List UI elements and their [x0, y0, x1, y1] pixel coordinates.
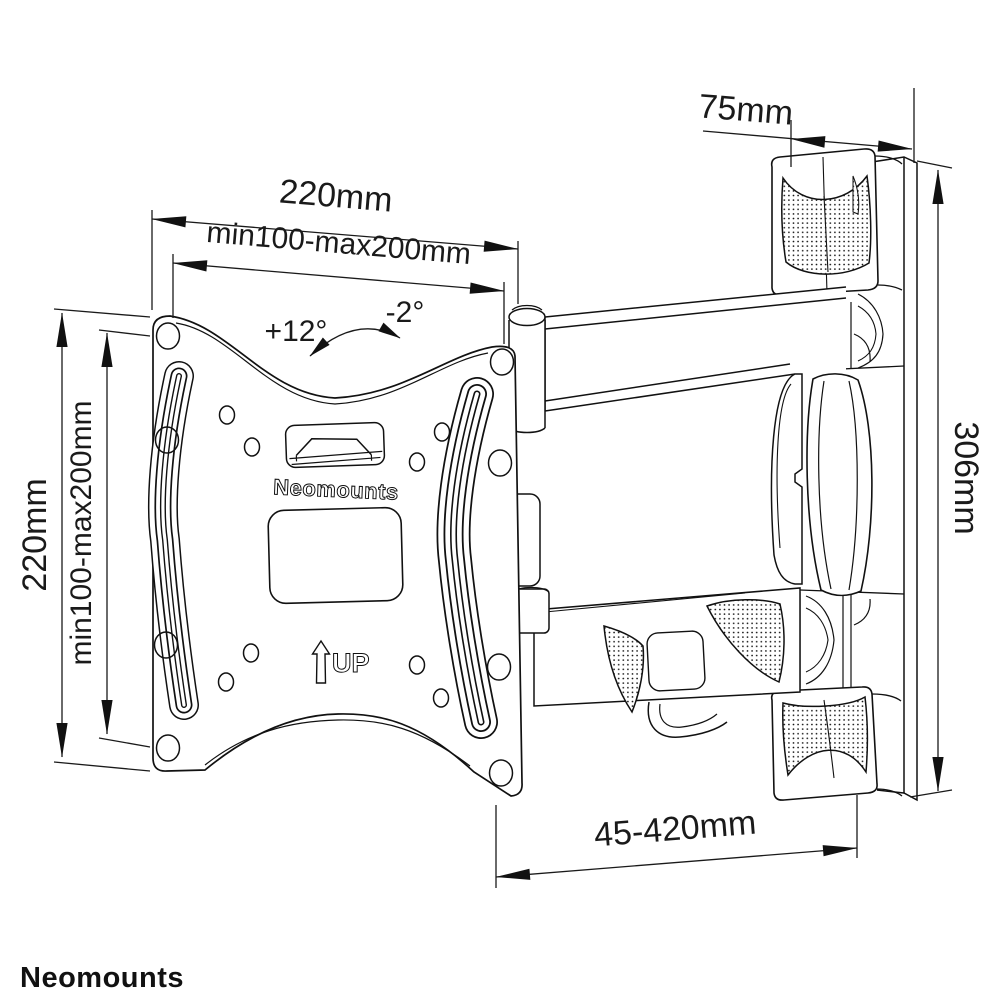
- dimension-annotations: [53, 88, 953, 888]
- plate-handle: [284, 421, 386, 469]
- lower-arm-right-mesh: [705, 598, 785, 684]
- plate-cutout: [267, 506, 404, 605]
- dimension-labels: 220mm min100-max200mm 220mm min100-max20…: [16, 87, 985, 854]
- vesa-holes: [153, 322, 515, 787]
- right-adjust-slot: [436, 377, 498, 739]
- lower-arm-left-mesh: [603, 624, 645, 714]
- cable-hook: [647, 701, 728, 738]
- left-adjust-slot: [147, 361, 199, 720]
- brand-wordmark: Neomounts: [20, 962, 184, 994]
- dim-plate-width-line: [151, 216, 519, 252]
- vesa-height-label: min100-max200mm: [65, 400, 98, 665]
- extension-label: 45-420mm: [593, 804, 758, 855]
- tilt-down-label: -2°: [386, 296, 425, 329]
- dim-extension-line: [495, 845, 858, 880]
- top-pad-side-mesh: [852, 175, 860, 215]
- lower-arm: [533, 587, 801, 738]
- up-arrow-icon: [311, 639, 331, 684]
- up-label: UP: [332, 648, 370, 678]
- hinge-cap: [508, 304, 546, 327]
- tilt-arc: [309, 322, 401, 357]
- bracket-height-label: 306mm: [947, 421, 985, 534]
- bracket-width-label: 75mm: [697, 87, 794, 132]
- plate-logo: Neomounts: [273, 474, 399, 504]
- arm-elbow: [770, 373, 873, 597]
- plate-height-label: 220mm: [16, 478, 54, 591]
- bottom-wall-pad: [770, 686, 903, 801]
- tilt-up-label: +12°: [265, 315, 328, 348]
- plate-width-label: 220mm: [278, 172, 394, 219]
- lower-arm-plate-cutout: [646, 630, 706, 692]
- vesa-plate: [147, 315, 523, 797]
- top-pad-mesh: [781, 174, 872, 275]
- bottom-pad-mesh: [782, 695, 869, 777]
- vesa-width-label: min100-max200mm: [205, 216, 472, 271]
- dim-vesa-width-line: [172, 260, 505, 294]
